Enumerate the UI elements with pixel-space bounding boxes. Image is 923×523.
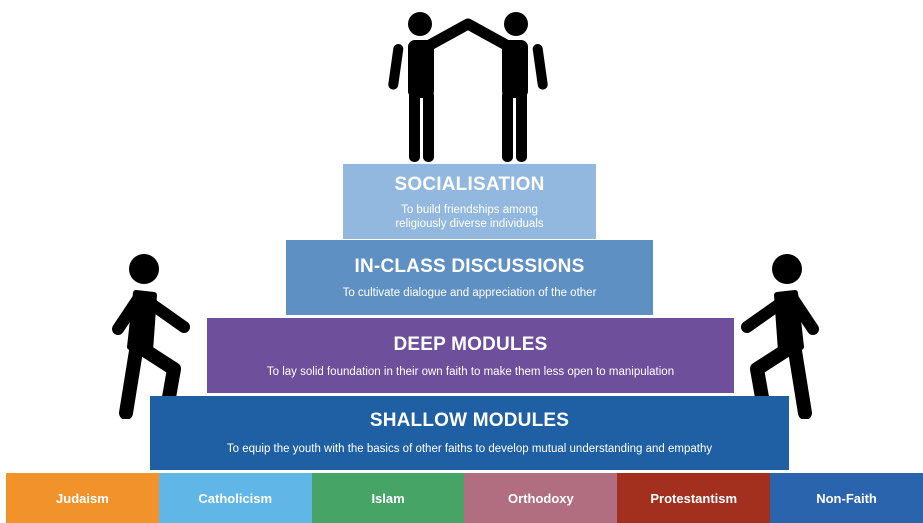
faith-non-faith: Non-Faith [770,473,923,523]
tier-deep-modules: DEEP MODULES To lay solid foundation in … [207,318,734,393]
two-people-joining-hands-icon [388,12,548,162]
tier-shallow-modules: SHALLOW MODULES To equip the youth with … [150,396,789,470]
faith-protestantism: Protestantism [617,473,771,523]
tier-subtitle: To equip the youth with the basics of ot… [226,443,713,455]
tier-title: SHALLOW MODULES [369,410,570,431]
tier-socialisation: SOCIALISATION To build friendships among… [343,164,596,239]
tier-title: DEEP MODULES [393,334,548,355]
faith-islam: Islam [311,473,465,523]
tier-title: IN-CLASS DISCUSSIONS [354,256,585,277]
tier-in-class-discussions: IN-CLASS DISCUSSIONS To cultivate dialog… [286,240,653,315]
tier-subtitle: To cultivate dialogue and appreciation o… [342,287,597,299]
tier-title: SOCIALISATION [394,174,545,195]
tier-subtitle: To build friendships among religiously d… [395,204,544,230]
faith-orthodoxy: Orthodoxy [464,473,618,523]
faith-catholicism: Catholicism [158,473,312,523]
faith-base-bar: Judaism Catholicism Islam Orthodoxy Prot… [6,473,923,523]
tier-subtitle: To lay solid foundation in their own fai… [266,366,675,378]
person-climbing-left-icon [112,254,190,419]
person-climbing-right-icon [741,254,819,419]
faith-judaism: Judaism [6,473,159,523]
